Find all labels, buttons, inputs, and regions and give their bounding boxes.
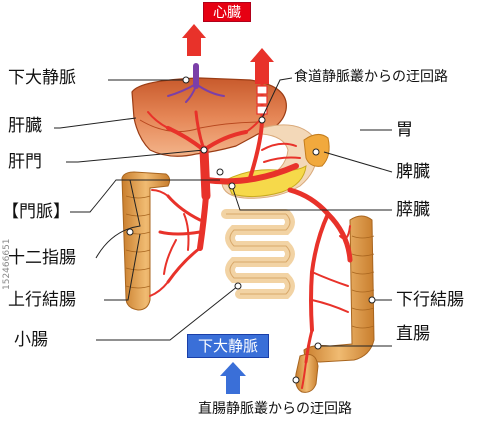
label-esophageal-bypass: 食道静脈叢からの迂回路 — [294, 69, 448, 85]
small-intestine-outline — [226, 213, 291, 295]
up-arrow-right — [250, 48, 274, 84]
liver-shape — [131, 77, 287, 157]
rectum-shape — [295, 353, 319, 393]
liver-underside — [139, 119, 263, 133]
label-small-intestine: 小腸 — [14, 330, 48, 350]
descending-colon-shape — [303, 215, 375, 363]
label-duodenum: 十二指腸 — [8, 248, 76, 268]
label-ascending-colon: 上行結腸 — [8, 290, 76, 310]
label-portal-vein: 【門脈】 — [2, 202, 70, 222]
ivc-bottom-tag: 下大静脈 — [187, 334, 269, 358]
descending-colon-folds — [351, 235, 375, 329]
label-porta-hepatis: 肝門 — [8, 152, 42, 172]
leader-lines — [54, 77, 393, 347]
label-rectal-bypass: 直腸静脈叢からの迂回路 — [198, 401, 352, 417]
label-rectum: 直腸 — [396, 324, 430, 344]
small-intestine-shape — [221, 209, 295, 299]
blue-up-arrow — [220, 362, 246, 394]
esophageal-collateral — [256, 85, 268, 115]
label-ivc: 下大静脈 — [8, 68, 76, 88]
stock-watermark: 152466651 — [2, 238, 12, 290]
label-stomach: 胃 — [396, 120, 413, 140]
ivc-vessel — [167, 63, 225, 103]
up-arrow-left — [182, 24, 206, 56]
leader-endpoints — [126, 76, 376, 384]
heart-tag: 心臓 — [203, 2, 251, 22]
label-spleen: 脾臓 — [396, 162, 430, 182]
ascending-colon-shape — [121, 171, 171, 311]
label-pancreas: 膵臓 — [396, 200, 430, 220]
pancreas-shape — [225, 165, 307, 198]
label-liver: 肝臓 — [8, 116, 42, 136]
label-descending-colon: 下行結腸 — [396, 290, 464, 310]
